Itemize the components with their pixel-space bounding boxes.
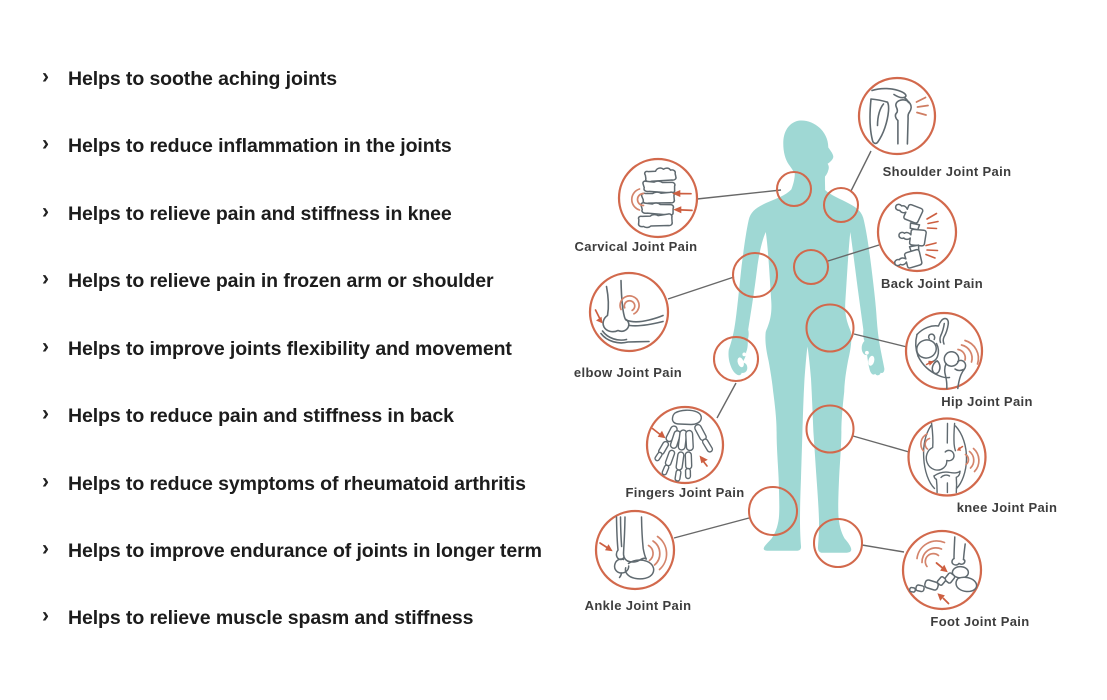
svg-text:Ankle Joint Pain: Ankle Joint Pain	[585, 598, 692, 613]
svg-text:knee Joint Pain: knee Joint Pain	[957, 500, 1058, 515]
svg-text:Hip Joint Pain: Hip Joint Pain	[941, 394, 1033, 409]
svg-text:elbow Joint Pain: elbow Joint Pain	[574, 365, 682, 380]
svg-text:Back Joint Pain: Back Joint Pain	[881, 276, 983, 291]
svg-text:Foot Joint Pain: Foot Joint Pain	[930, 614, 1029, 629]
svg-text:Shoulder Joint Pain: Shoulder Joint Pain	[883, 164, 1012, 179]
svg-text:Fingers Joint Pain: Fingers Joint Pain	[626, 485, 745, 500]
svg-text:Carvical Joint Pain: Carvical Joint Pain	[575, 239, 698, 254]
